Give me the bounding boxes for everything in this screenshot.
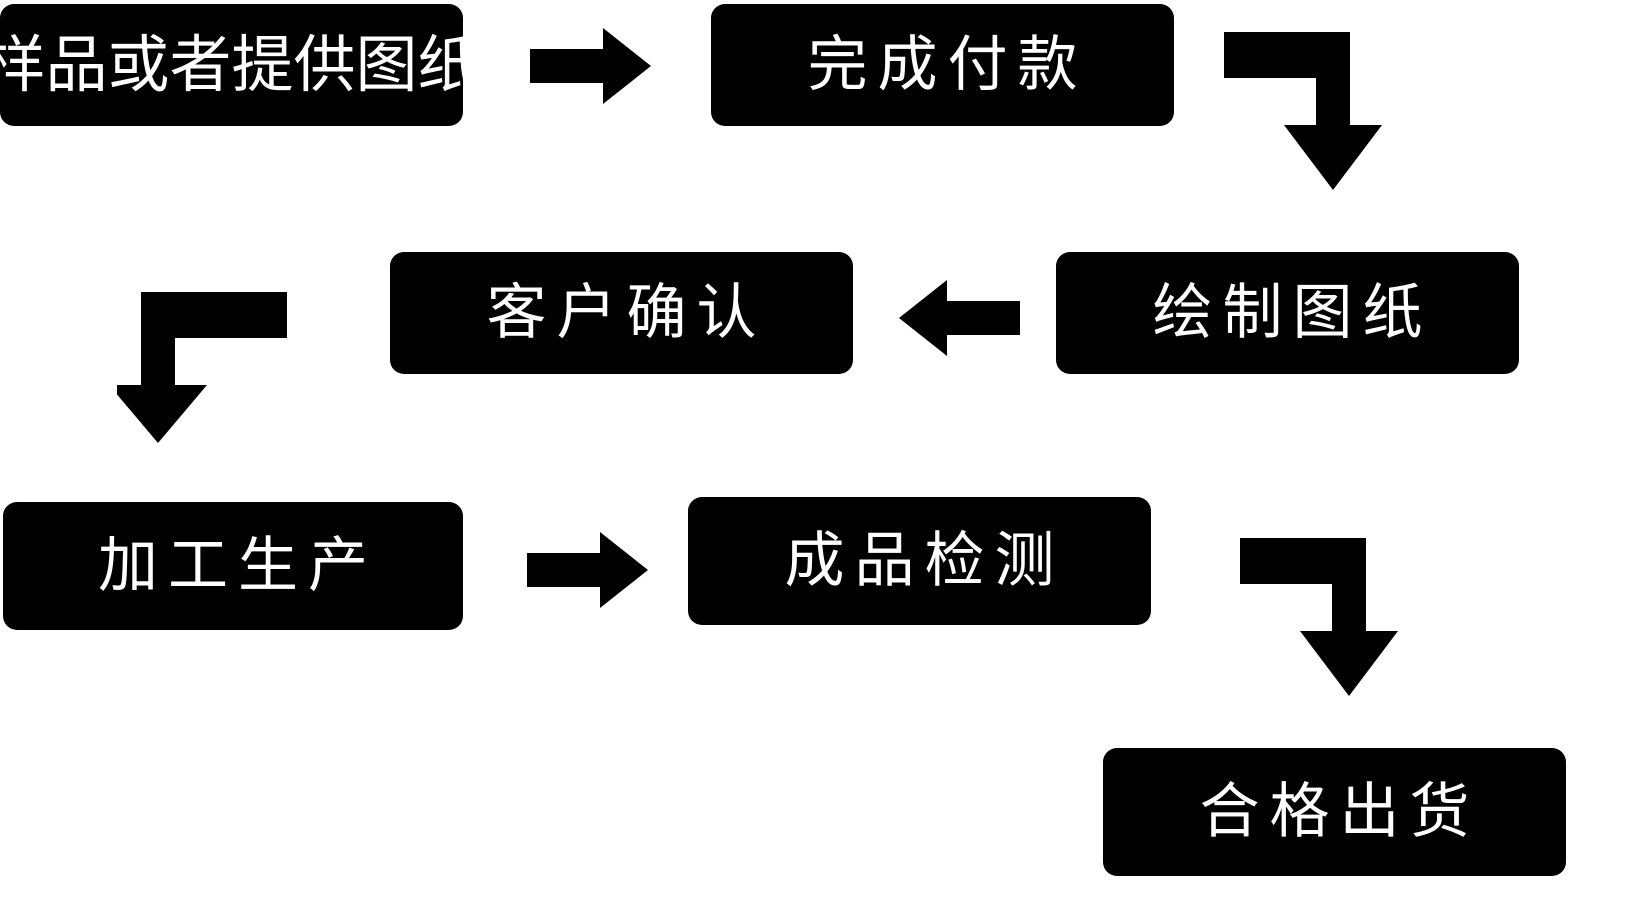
flow-node-label: 绘制图纸	[1152, 278, 1433, 348]
arrow-left-drawing-to-confirm	[898, 278, 1020, 358]
arrow-right-production-to-inspection	[527, 530, 649, 610]
arrow-elbow-payment-to-drawing	[1224, 32, 1394, 192]
flow-node-finished-inspection[interactable]: 成品检测	[688, 497, 1151, 625]
arrow-right-sample-to-payment	[530, 26, 652, 106]
flow-node-draw-drawing[interactable]: 绘制图纸	[1056, 252, 1519, 374]
flow-node-qualified-shipment[interactable]: 合格出货	[1103, 748, 1566, 876]
flow-node-customer-confirm[interactable]: 客户确认	[390, 252, 853, 374]
flow-node-label: 样品或者提供图纸	[0, 28, 480, 101]
arrow-elbow-confirm-to-production	[117, 292, 287, 444]
flow-node-label: 加工生产	[98, 531, 378, 601]
flow-node-complete-payment[interactable]: 完成付款	[711, 4, 1174, 126]
flow-node-label: 完成付款	[807, 30, 1088, 100]
flow-node-label: 客户确认	[486, 278, 767, 348]
flow-node-processing-production[interactable]: 加工生产	[3, 502, 463, 630]
flow-node-label: 成品检测	[784, 526, 1065, 596]
flow-node-sample-or-drawing[interactable]: 样品或者提供图纸	[0, 4, 480, 126]
arrow-elbow-inspection-to-shipment	[1240, 538, 1410, 698]
flow-node-label: 合格出货	[1199, 777, 1480, 847]
